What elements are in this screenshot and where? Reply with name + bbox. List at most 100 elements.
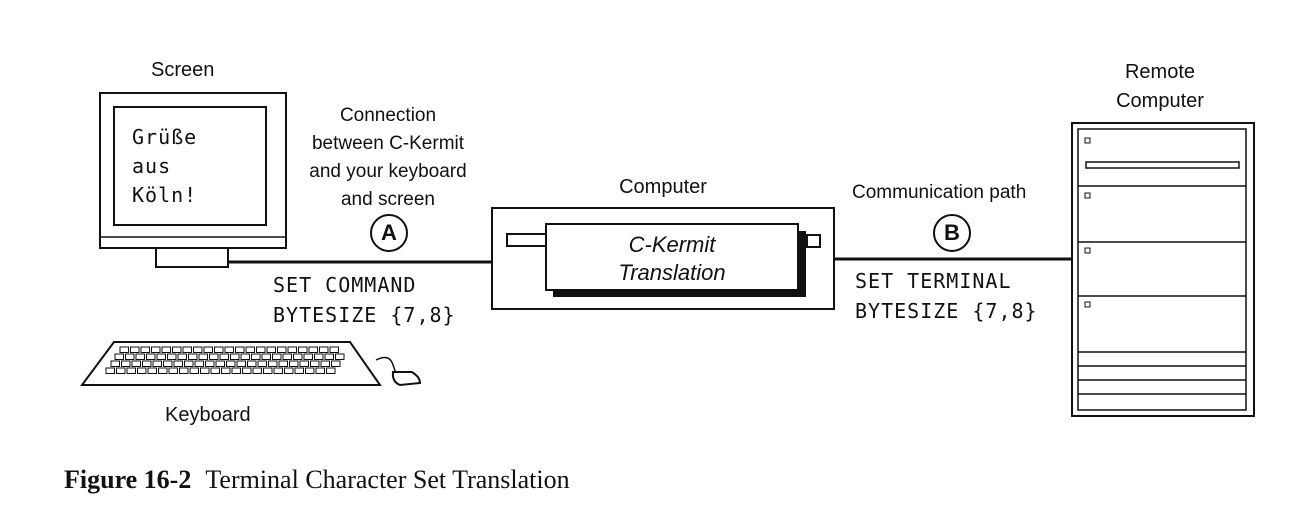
keyboard-key: [263, 367, 273, 374]
keyboard-key: [114, 353, 124, 360]
marker-a-icon: A: [370, 214, 408, 252]
keyboard-key: [179, 367, 189, 374]
connection-line-4: and screen: [340, 189, 435, 210]
keyboard-key: [167, 353, 177, 360]
keyboard-key: [140, 346, 150, 353]
keyboard-key: [324, 353, 334, 360]
figure-title: Terminal Character Set Translation: [205, 465, 570, 494]
keyboard-key: [161, 346, 171, 353]
keyboard-key: [335, 353, 345, 360]
keyboard-key: [210, 367, 220, 374]
keyboard-key: [242, 367, 252, 374]
keyboard-key: [308, 346, 318, 353]
mouse-icon: [391, 371, 422, 387]
keyboard-key: [137, 367, 147, 374]
screen-text-line-3: Köln!: [132, 183, 198, 207]
set-terminal-line-1: SET TERMINAL: [855, 269, 1012, 293]
remote-computer-tower-icon: [1071, 122, 1255, 417]
keyboard-label: Keyboard: [165, 404, 251, 426]
translation-line-2: Translation: [618, 260, 726, 285]
connection-description: Connection between C-Kermit and your key…: [290, 102, 486, 214]
remote-computer-label-line2: Computer: [1116, 90, 1204, 112]
keyboard-key: [131, 360, 141, 367]
set-command-line-2: BYTESIZE {7,8}: [273, 303, 456, 327]
keyboard-key: [240, 353, 250, 360]
keyboard-key: [142, 360, 152, 367]
keyboard-key: [205, 360, 215, 367]
keyboard-key: [251, 353, 261, 360]
keyboard-key: [303, 353, 313, 360]
keyboard-key: [221, 367, 231, 374]
keyboard-key: [282, 353, 292, 360]
screen-text-line-2: aus: [132, 154, 172, 178]
set-command-line-1: SET COMMAND: [273, 273, 417, 297]
keyboard-key: [105, 367, 115, 374]
keyboard-key: [151, 346, 161, 353]
communication-path-label: Communication path: [852, 182, 1027, 203]
connection-line-1: Connection: [339, 105, 437, 126]
keyboard-key: [110, 360, 120, 367]
keyboard-key: [130, 346, 140, 353]
keyboard-key: [198, 353, 208, 360]
keyboard-key: [126, 367, 136, 374]
keyboard-key: [320, 360, 330, 367]
keyboard-key: [294, 367, 304, 374]
keyboard-key: [278, 360, 288, 367]
monitor-icon: [99, 92, 287, 268]
figure-number: Figure 16-2: [64, 465, 192, 494]
keyboard-key: [252, 367, 262, 374]
keyboard-key: [224, 346, 234, 353]
keyboard-key: [261, 353, 271, 360]
keyboard-key: [231, 367, 241, 374]
keyboard-key: [219, 353, 229, 360]
keyboard-key: [315, 367, 325, 374]
connection-line-3: and your keyboard: [309, 161, 467, 182]
set-terminal-line-2: BYTESIZE {7,8}: [855, 299, 1038, 323]
translation-line-1: C-Kermit: [628, 232, 716, 257]
figure-caption: Figure 16-2 Terminal Character Set Transl…: [64, 465, 570, 495]
keyboard-key: [156, 353, 166, 360]
keyboard-key: [326, 367, 336, 374]
translation-box-text: C-Kermit Translation: [548, 231, 796, 287]
keyboard-key: [287, 346, 297, 353]
keyboard-key: [203, 346, 213, 353]
keyboard-key: [182, 346, 192, 353]
keyboard-key: [209, 353, 219, 360]
keyboard-key: [146, 353, 156, 360]
keyboard-key: [177, 353, 187, 360]
keyboard-key: [230, 353, 240, 360]
keyboard-icon: [80, 341, 422, 387]
screen-label: Screen: [151, 59, 215, 81]
keyboard-key: [310, 360, 320, 367]
keyboard-key: [119, 346, 129, 353]
keyboard-key: [305, 367, 315, 374]
keyboard-key: [284, 367, 294, 374]
keyboard-key: [247, 360, 257, 367]
keyboard-key: [266, 346, 276, 353]
keyboard-key: [215, 360, 225, 367]
keyboard-key: [319, 346, 329, 353]
keyboard-key: [299, 360, 309, 367]
remote-computer-label-line1: Remote: [1124, 61, 1196, 83]
keyboard-key: [173, 360, 183, 367]
keyboard-key: [293, 353, 303, 360]
keyboard-key: [314, 353, 324, 360]
keyboard-key: [268, 360, 278, 367]
keyboard-key: [125, 353, 135, 360]
screen-text: Grüße aus Köln!: [132, 123, 197, 210]
keyboard-key: [272, 353, 282, 360]
keyboard-key: [329, 346, 339, 353]
keyboard-key: [194, 360, 204, 367]
keyboard-key: [331, 360, 341, 367]
set-terminal-text: SET TERMINAL BYTESIZE {7,8}: [855, 266, 1038, 326]
keyboard-key: [184, 360, 194, 367]
connection-line-2: between C-Kermit: [311, 133, 465, 154]
keyboard-key: [226, 360, 236, 367]
keyboard-key: [188, 353, 198, 360]
keyboard-key: [235, 346, 245, 353]
keyboard-key: [236, 360, 246, 367]
computer-box-icon: [491, 207, 835, 310]
set-command-text: SET COMMAND BYTESIZE {7,8}: [273, 270, 456, 330]
